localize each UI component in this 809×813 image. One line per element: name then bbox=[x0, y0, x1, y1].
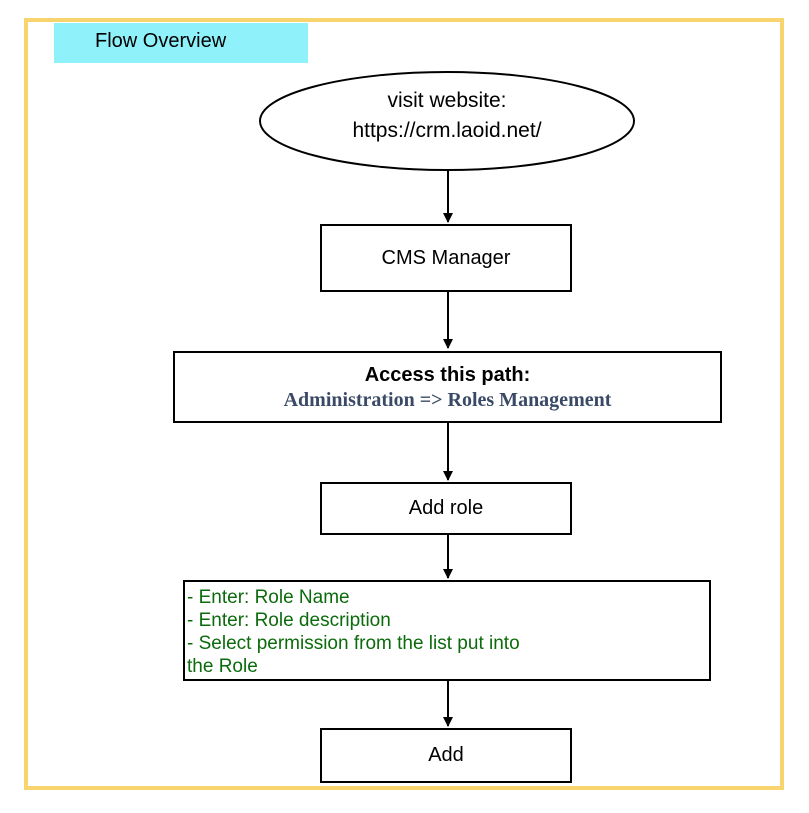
start-node: visit website: https://crm.laoid.net/ bbox=[260, 74, 634, 170]
step-line: - Enter: Role description bbox=[187, 610, 391, 631]
step-line: - Select permission from the list put in… bbox=[187, 633, 520, 654]
add-node: Add bbox=[320, 728, 572, 783]
step-line: the Role bbox=[187, 656, 258, 677]
add-role-node: Add role bbox=[320, 482, 572, 535]
steps-node: - Enter: Role Name - Enter: Role descrip… bbox=[183, 580, 711, 681]
start-line-2: https://crm.laoid.net/ bbox=[352, 119, 542, 142]
access-path-value: Administration => Roles Management bbox=[283, 389, 612, 411]
start-line-1: visit website: bbox=[387, 89, 507, 112]
add-label: Add bbox=[428, 744, 464, 766]
cms-manager-label: CMS Manager bbox=[381, 246, 511, 269]
access-path-heading: Access this path: bbox=[364, 364, 531, 386]
diagram-title: Flow Overview bbox=[54, 23, 308, 63]
step-line: - Enter: Role Name bbox=[187, 587, 350, 608]
path-box-shape bbox=[173, 351, 722, 423]
add-role-label: Add role bbox=[408, 497, 484, 519]
access-path-node: Access this path: Administration => Role… bbox=[174, 352, 721, 422]
cms-manager-node: CMS Manager bbox=[320, 224, 572, 292]
diagram-frame bbox=[24, 18, 784, 790]
